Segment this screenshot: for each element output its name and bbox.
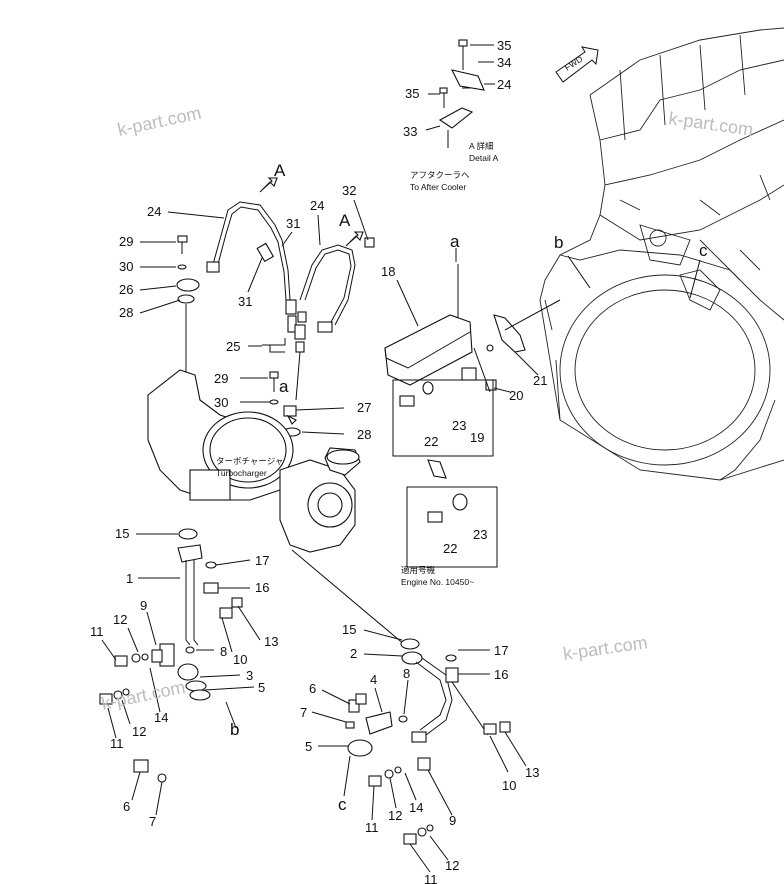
callout-5: 5 <box>258 680 265 695</box>
callout-32: 32 <box>342 183 356 198</box>
callout-14: 14 <box>154 710 168 725</box>
watermark: k-part.com <box>562 632 649 664</box>
watermark: k-part.com <box>667 108 754 140</box>
svg-text:A 詳細: A 詳細 <box>469 141 494 151</box>
callout-35: 35 <box>405 86 419 101</box>
svg-text:アフタクーラへ: アフタクーラへ <box>410 170 470 180</box>
callout-27: 27 <box>357 400 371 415</box>
callout-30: 30 <box>214 395 228 410</box>
callout-A: A <box>339 211 351 230</box>
callout-24: 24 <box>310 198 324 213</box>
callout-12: 12 <box>445 858 459 873</box>
callout-c: c <box>699 241 708 260</box>
callout-11: 11 <box>90 624 104 639</box>
callout-3: 3 <box>246 668 253 683</box>
turbocharger: ターボチャージャ Turbocharger <box>147 369 361 553</box>
bracket-assembly: 適用号機 Engine No. 10450~ <box>384 264 561 587</box>
callout-16: 16 <box>494 667 508 682</box>
callout-9: 9 <box>449 813 456 828</box>
drain-pipe-right <box>291 549 511 845</box>
callout-10: 10 <box>502 778 516 793</box>
callout-17: 17 <box>255 553 269 568</box>
callout-22: 22 <box>443 541 457 556</box>
callout-4: 4 <box>370 672 377 687</box>
callout-33: 33 <box>403 124 417 139</box>
callout-14: 14 <box>409 800 423 815</box>
callout-labels: 35 34 24 35 33 A A 24 32 31 24 29 30 26 … <box>90 38 708 884</box>
callout-c: c <box>338 795 347 814</box>
callout-21: 21 <box>533 373 547 388</box>
callout-11: 11 <box>110 736 124 751</box>
callout-12: 12 <box>113 612 127 627</box>
callout-2: 2 <box>350 646 357 661</box>
callout-a: a <box>279 377 289 396</box>
callout-19: 19 <box>470 430 484 445</box>
leader-lines <box>101 44 701 873</box>
callout-b: b <box>230 720 239 739</box>
callout-30: 30 <box>119 259 133 274</box>
callout-8: 8 <box>403 666 410 681</box>
callout-22: 22 <box>424 434 438 449</box>
callout-11: 11 <box>424 872 438 884</box>
callout-35: 35 <box>497 38 511 53</box>
callout-23: 23 <box>473 527 487 542</box>
callout-b: b <box>554 233 563 252</box>
callout-28: 28 <box>357 427 371 442</box>
callout-24: 24 <box>497 77 511 92</box>
svg-text:FWD: FWD <box>563 54 585 73</box>
callout-23: 23 <box>452 418 466 433</box>
callout-12: 12 <box>132 724 146 739</box>
callout-7: 7 <box>300 705 307 720</box>
callout-31: 31 <box>238 294 252 309</box>
watermark: k-part.com <box>116 103 203 140</box>
svg-text:Turbocharger: Turbocharger <box>216 468 267 478</box>
callout-28: 28 <box>119 305 133 320</box>
watermark: k-part.com <box>100 677 187 714</box>
callout-12: 12 <box>388 808 402 823</box>
callout-9: 9 <box>140 598 147 613</box>
callout-13: 13 <box>525 765 539 780</box>
callout-31: 31 <box>286 216 300 231</box>
svg-text:適用号機: 適用号機 <box>401 565 436 575</box>
callout-18: 18 <box>381 264 395 279</box>
detail-a: A 詳細 Detail A アフタクーラへ To After Cooler <box>410 39 499 192</box>
oil-pipes <box>206 177 375 401</box>
callout-16: 16 <box>255 580 269 595</box>
svg-text:To After Cooler: To After Cooler <box>410 182 466 192</box>
callout-17: 17 <box>494 643 508 658</box>
callout-7: 7 <box>149 814 156 829</box>
callout-15: 15 <box>342 622 356 637</box>
svg-text:Detail A: Detail A <box>469 153 499 163</box>
callout-24: 24 <box>147 204 161 219</box>
callout-5: 5 <box>305 739 312 754</box>
callout-10: 10 <box>233 652 247 667</box>
callout-34: 34 <box>497 55 511 70</box>
callout-6: 6 <box>309 681 316 696</box>
callout-15: 15 <box>115 526 129 541</box>
callout-8: 8 <box>220 644 227 659</box>
callout-13: 13 <box>264 634 278 649</box>
callout-11: 11 <box>365 820 379 835</box>
callout-a: a <box>450 232 460 251</box>
svg-text:ターボチャージャ: ターボチャージャ <box>216 456 283 466</box>
callout-26: 26 <box>119 282 133 297</box>
engine-block <box>539 27 784 481</box>
callout-25: 25 <box>226 339 240 354</box>
drain-pipe-left <box>99 528 243 783</box>
svg-text:Engine No. 10450~: Engine No. 10450~ <box>401 577 474 587</box>
callout-29: 29 <box>119 234 133 249</box>
fwd-arrow: FWD <box>555 46 599 83</box>
bolt-stack-left <box>176 235 200 420</box>
callout-6: 6 <box>123 799 130 814</box>
callout-A: A <box>274 161 286 180</box>
callout-1: 1 <box>126 571 133 586</box>
callout-20: 20 <box>509 388 523 403</box>
callout-29: 29 <box>214 371 228 386</box>
